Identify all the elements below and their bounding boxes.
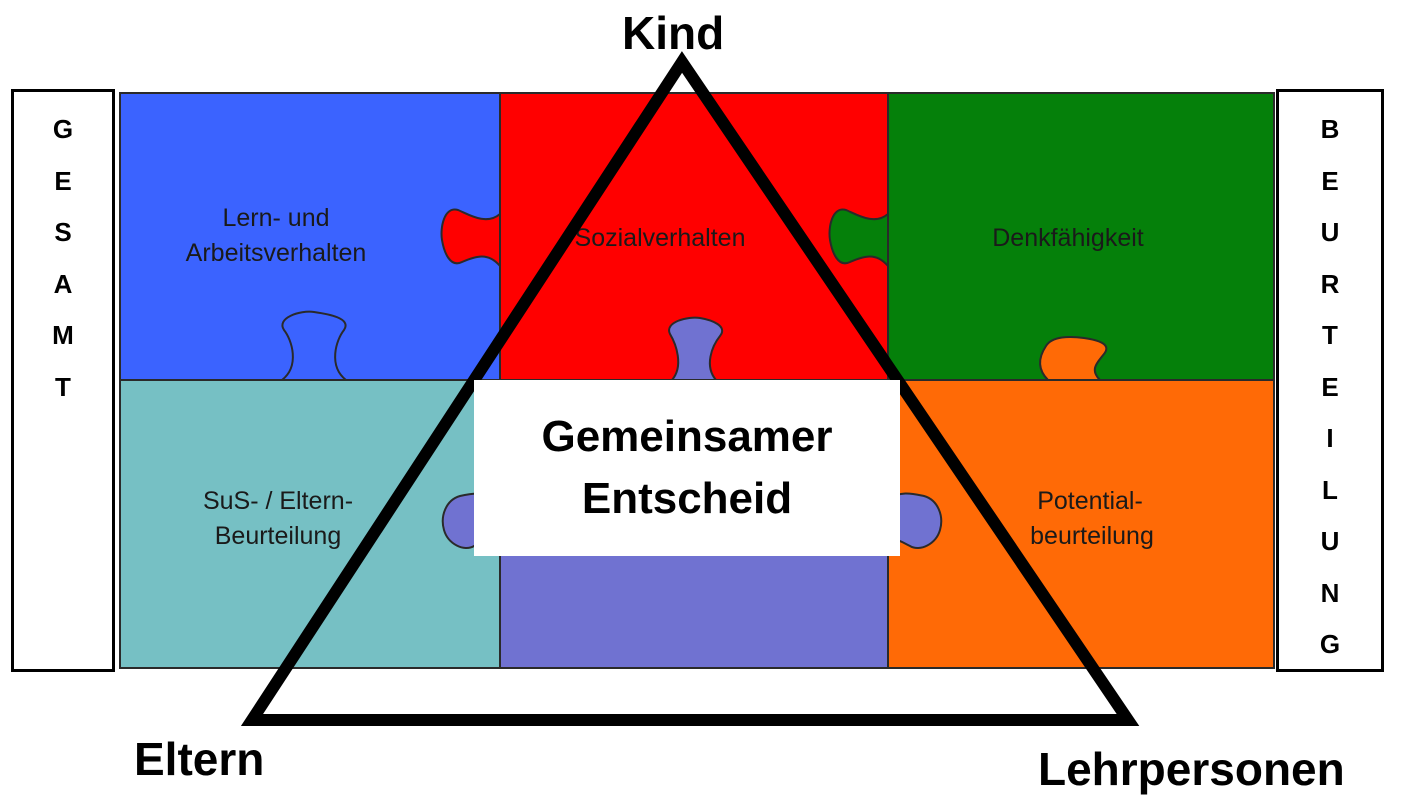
- beurteilung-letter: I: [1326, 423, 1334, 453]
- gesamt-letter: A: [53, 268, 73, 299]
- gesamt-letter: T: [55, 371, 71, 402]
- label-kind: Kind: [622, 7, 725, 59]
- gesamt-letter: M: [52, 320, 74, 350]
- beurteilung-letter: T: [1322, 320, 1338, 350]
- puzzle-knob-green: [828, 208, 889, 269]
- gesamt-letter: E: [54, 165, 72, 196]
- beurteilung-letter: B: [1320, 114, 1340, 144]
- label-potential: Potential-: [1037, 487, 1143, 515]
- gesamt-letter: G: [52, 114, 74, 144]
- puzzle-piece-denkfaehigkeit: [887, 92, 1275, 381]
- beurteilung-letter: N: [1320, 577, 1340, 608]
- label-beurteilung: Beurteilung: [215, 522, 341, 550]
- beurteilung-letter: G: [1319, 629, 1341, 659]
- puzzle-knob-red: [440, 208, 501, 269]
- label-eltern: Eltern: [134, 733, 265, 785]
- puzzle-piece-potentialbeurteilung: [887, 379, 1275, 669]
- label-potentialbeurteilung-line2: beurteilung: [1030, 522, 1154, 550]
- label-lern-und: Lern- und: [222, 204, 329, 232]
- label-denkfaehigkeit: Denkfähigkeit: [992, 224, 1144, 252]
- label-arbeitsverhalten: Arbeitsverhalten: [186, 239, 367, 267]
- label-sozialverhalten: Sozialverhalten: [575, 224, 746, 252]
- center-decision-box: Gemeinsamer Entscheid: [474, 380, 900, 556]
- label-lehrpersonen: Lehrpersonen: [1038, 743, 1345, 795]
- puzzle-grid: [119, 92, 1275, 669]
- gesamt-letter: S: [54, 217, 72, 247]
- puzzle-knob-purple: [668, 316, 723, 381]
- beurteilung-letter: R: [1320, 268, 1340, 299]
- puzzle-knob-orange: [1039, 336, 1108, 381]
- puzzle-knob-blue: [279, 310, 349, 381]
- beurteilung-letter: U: [1320, 217, 1340, 247]
- beurteilung-letter: E: [1321, 165, 1339, 196]
- center-line-2: Entscheid: [581, 474, 793, 523]
- beurteilung-letter: U: [1320, 526, 1340, 556]
- label-sus-eltern: SuS- / Eltern-: [203, 487, 353, 515]
- beurteilung-letter: E: [1321, 371, 1339, 402]
- beurteilung-letter: L: [1322, 474, 1338, 505]
- center-line-1: Gemeinsamer: [541, 412, 833, 461]
- triangle-outline: [240, 51, 1140, 726]
